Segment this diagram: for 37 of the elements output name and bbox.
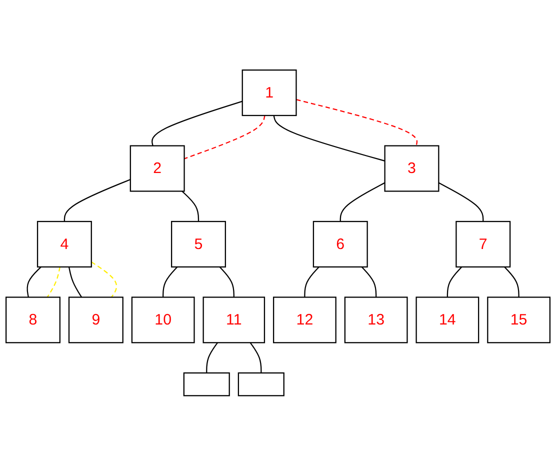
- node-box: 13: [344, 296, 408, 344]
- connector: [64, 179, 131, 222]
- node-box: 8: [6, 296, 60, 344]
- connector: [361, 266, 377, 298]
- connector: [182, 190, 200, 222]
- connector: [250, 342, 262, 374]
- node-box: 10: [131, 296, 195, 344]
- node-box: 3: [384, 145, 440, 192]
- connector: [296, 99, 418, 146]
- connector: [184, 116, 266, 160]
- node-box: 15: [487, 296, 550, 344]
- node-box: 9: [68, 296, 124, 344]
- node-box: 2: [130, 145, 185, 192]
- node-box: [183, 372, 230, 396]
- connector: [504, 266, 520, 298]
- connector: [68, 266, 82, 298]
- connector: [438, 182, 484, 222]
- node-box: 11: [202, 296, 266, 344]
- node-box: [238, 372, 284, 396]
- node-box: 7: [456, 221, 511, 268]
- connector: [219, 266, 234, 298]
- connector: [273, 116, 385, 162]
- connector: [304, 266, 320, 298]
- node-box: 14: [416, 296, 480, 344]
- connector: [446, 266, 462, 298]
- connector: [91, 262, 118, 298]
- connector: [46, 266, 60, 298]
- connector: [162, 266, 178, 298]
- node-box: 4: [36, 221, 92, 268]
- connector: [26, 266, 42, 298]
- node-box: 6: [312, 221, 368, 268]
- connector: [152, 100, 243, 146]
- node-box: 12: [272, 296, 336, 344]
- connector: [340, 182, 386, 222]
- node-box: 1: [242, 70, 297, 116]
- node-box: 5: [171, 221, 226, 268]
- connector: [206, 342, 218, 374]
